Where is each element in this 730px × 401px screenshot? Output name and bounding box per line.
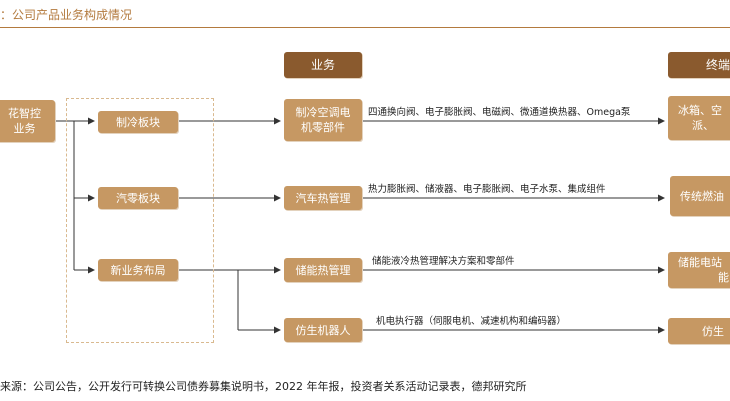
business-hvac-parts-line-1: 制冷空调电 — [295, 106, 351, 119]
product-list-hvac: 四通换向阀、电子膨胀阀、电磁阀、微通道换热器、Omega泵 — [368, 107, 631, 118]
business-hvac-parts: 制冷空调电 机零部件 — [284, 99, 362, 141]
business-hvac-parts-line-2: 机零部件 — [301, 121, 345, 134]
company-node-line-2: 业务 — [13, 122, 36, 135]
terminal-storage-station: 储能电站 能 — [668, 252, 730, 288]
terminal-bionic: 仿生 — [668, 318, 730, 344]
business-auto-thermal: 汽车热管理 — [284, 186, 362, 210]
caption-divider — [0, 27, 730, 28]
terminal-fuel-vehicle: 传统燃油 — [670, 176, 730, 216]
terminal-appliances: 冰箱、空 派、 — [668, 96, 730, 140]
source-note: 来源：公司公告，公开发行可转换公司债券募集说明书，2022 年年报，投资者关系活… — [0, 380, 527, 393]
terminal-appliances-line-1: 冰箱、空 — [678, 104, 722, 117]
terminal-storage-station-line-2: 能 — [718, 271, 729, 284]
segment-group-frame — [66, 98, 214, 343]
segment-refrigeration: 制冷板块 — [98, 111, 178, 133]
figure-caption: ：公司产品业务构成情况 — [0, 8, 133, 22]
terminal-appliances-line-2: 派、 — [692, 119, 714, 132]
product-list-storage: 储能液冷热管理解决方案和零部件 — [372, 256, 515, 267]
segment-auto-parts: 汽零板块 — [98, 187, 178, 209]
product-list-robot: 机电执行器（伺服电机、减速机构和编码器） — [376, 316, 567, 327]
company-node: 花智控 业务 — [0, 100, 55, 142]
segment-new-business: 新业务布局 — [98, 259, 178, 281]
business-bionic-robot: 仿生机器人 — [284, 318, 362, 342]
company-node-line-1: 花智控 — [8, 107, 41, 120]
header-terminal: 终端 — [668, 52, 730, 78]
terminal-storage-station-line-1: 储能电站 — [678, 256, 722, 269]
header-business: 业务 — [284, 52, 362, 78]
product-list-auto: 热力膨胀阀、储液器、电子膨胀阀、电子水泵、集成组件 — [368, 184, 606, 195]
business-storage-thermal: 储能热管理 — [284, 258, 362, 282]
